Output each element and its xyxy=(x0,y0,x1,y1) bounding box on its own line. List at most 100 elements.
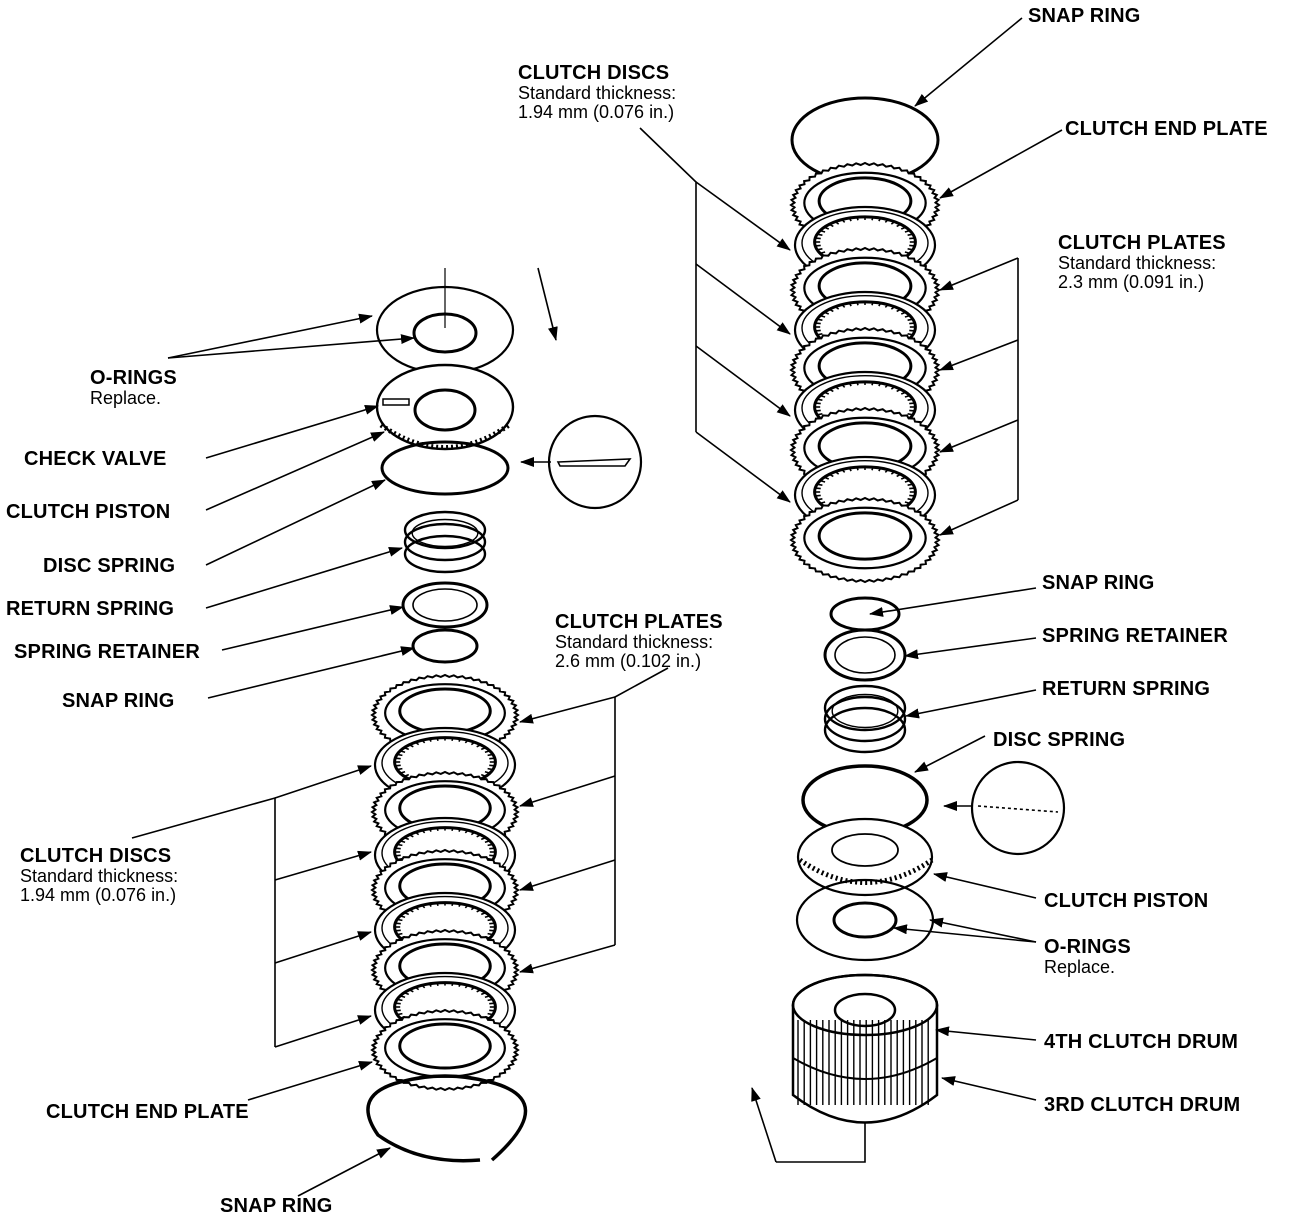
disc-spline xyxy=(403,911,410,916)
disc-spline xyxy=(464,984,469,989)
disc-spline xyxy=(841,469,846,473)
disc-spline xyxy=(396,918,403,922)
disc-spline xyxy=(896,388,902,393)
disc-spline xyxy=(856,217,859,221)
label-clutch-piston-right: CLUTCH PISTON xyxy=(1044,891,1208,912)
label-snap-ring-left-mid: SNAP RING xyxy=(62,691,175,712)
disc-spline xyxy=(408,834,414,838)
disc-spline xyxy=(816,483,823,486)
disc-spline xyxy=(871,467,874,471)
clutch-drum-assembly xyxy=(791,973,939,1124)
disc-spline xyxy=(464,739,469,744)
plates-bracket xyxy=(614,667,669,945)
clutch-piston-teeth xyxy=(379,422,511,450)
disc-spline xyxy=(480,746,487,751)
snap-ring-bottom xyxy=(366,1074,528,1163)
clutch-piston-bore xyxy=(413,388,477,432)
disc-spline xyxy=(396,932,403,936)
disc-spline xyxy=(828,223,834,228)
disc-spline xyxy=(907,318,914,321)
disc-spline xyxy=(403,836,410,841)
disc-spline xyxy=(841,384,846,388)
plate-inner-edge xyxy=(803,506,927,570)
disc-spline xyxy=(396,767,403,771)
label-title: CLUTCH END PLATE xyxy=(46,1101,249,1123)
label-title: SPRING RETAINER xyxy=(14,641,200,663)
disc-spline xyxy=(896,473,902,478)
spring-retainer-inner xyxy=(412,588,478,622)
disc-spline xyxy=(421,984,426,989)
label-spring-retainer-left: SPRING RETAINER xyxy=(14,642,200,663)
leader-disc-r4 xyxy=(695,431,791,503)
disc-spline xyxy=(890,471,896,475)
disc-spline xyxy=(428,828,432,833)
disc-spline xyxy=(484,750,491,754)
disc-spline xyxy=(819,314,826,318)
disc-spline xyxy=(484,840,491,844)
disc-spline xyxy=(458,983,462,988)
disc-spline xyxy=(476,909,482,913)
disc-spline xyxy=(884,384,889,388)
spring-inner xyxy=(411,518,479,548)
disc-spline xyxy=(484,770,491,774)
disc-spline xyxy=(408,989,414,993)
disc-spline xyxy=(904,229,911,233)
label-snap-ring-right-top: SNAP RING xyxy=(1028,6,1141,27)
label-o-rings-right: O-RINGS Replace. xyxy=(1044,937,1131,977)
label-disc-spring-left: DISC SPRING xyxy=(43,556,175,577)
label-return-spring-left: RETURN SPRING xyxy=(6,599,174,620)
disc-spline xyxy=(907,233,914,236)
leader-spring-retainer xyxy=(221,605,404,651)
discs-bracket xyxy=(131,796,276,1047)
disc-spline xyxy=(451,902,454,907)
disc-spline xyxy=(834,386,840,390)
label-title: CLUTCH PLATES xyxy=(1058,232,1226,254)
clutch-piston-teeth xyxy=(798,857,934,885)
spring-coil xyxy=(403,522,487,562)
disc-spline xyxy=(896,223,902,228)
disc-spline xyxy=(900,391,907,395)
disc-spline xyxy=(399,750,406,754)
label-line1: Standard thickness: xyxy=(555,632,714,652)
leader-snap-ring-right xyxy=(869,587,1037,617)
disc-spline xyxy=(414,986,420,991)
spring-coil xyxy=(403,534,487,574)
disc-spline xyxy=(476,834,482,838)
disc-spline xyxy=(428,983,432,988)
disc-spline xyxy=(907,498,914,501)
drum-hub xyxy=(833,992,897,1028)
label-4th-clutch-drum: 4TH CLUTCH DRUM xyxy=(1044,1032,1238,1053)
disc-spline xyxy=(819,229,826,233)
drum-top-rim-outline xyxy=(791,973,939,1037)
leader-plate-3 xyxy=(519,859,616,891)
label-line2: 2.3 mm (0.091 in.) xyxy=(1058,271,1205,292)
disc-spline xyxy=(900,311,907,315)
disc-spline xyxy=(884,469,889,473)
disc-spline xyxy=(823,226,830,230)
spring-coil xyxy=(403,510,487,550)
disc-spline xyxy=(823,311,830,315)
leader-clutch-piston-right xyxy=(933,872,1037,899)
label-line1: Standard thickness: xyxy=(518,83,677,103)
disc-spline xyxy=(464,829,469,834)
leader-o-ring-inner-right xyxy=(893,924,1037,943)
leader-disc-1 xyxy=(274,765,372,799)
leader-plate-r4 xyxy=(939,499,1019,536)
discs-bracket-right xyxy=(639,127,697,432)
disc-spline xyxy=(428,738,432,743)
disc-spline xyxy=(470,741,476,746)
label-snap-ring-right: SNAP RING xyxy=(1042,573,1155,594)
disc-spline xyxy=(480,911,487,916)
disc-spline xyxy=(470,986,476,991)
disc-spline xyxy=(476,744,482,748)
disc-spline xyxy=(848,302,852,307)
label-title: CLUTCH PISTON xyxy=(6,501,171,523)
disc-spline xyxy=(396,753,403,757)
disc-spline xyxy=(907,413,914,416)
label-title: RETURN SPRING xyxy=(6,598,175,620)
disc-spline xyxy=(907,248,914,251)
disc-spline xyxy=(816,318,823,321)
disc-spline xyxy=(436,902,439,907)
disc-spline xyxy=(907,483,914,486)
leader-disc-4 xyxy=(274,1015,372,1048)
